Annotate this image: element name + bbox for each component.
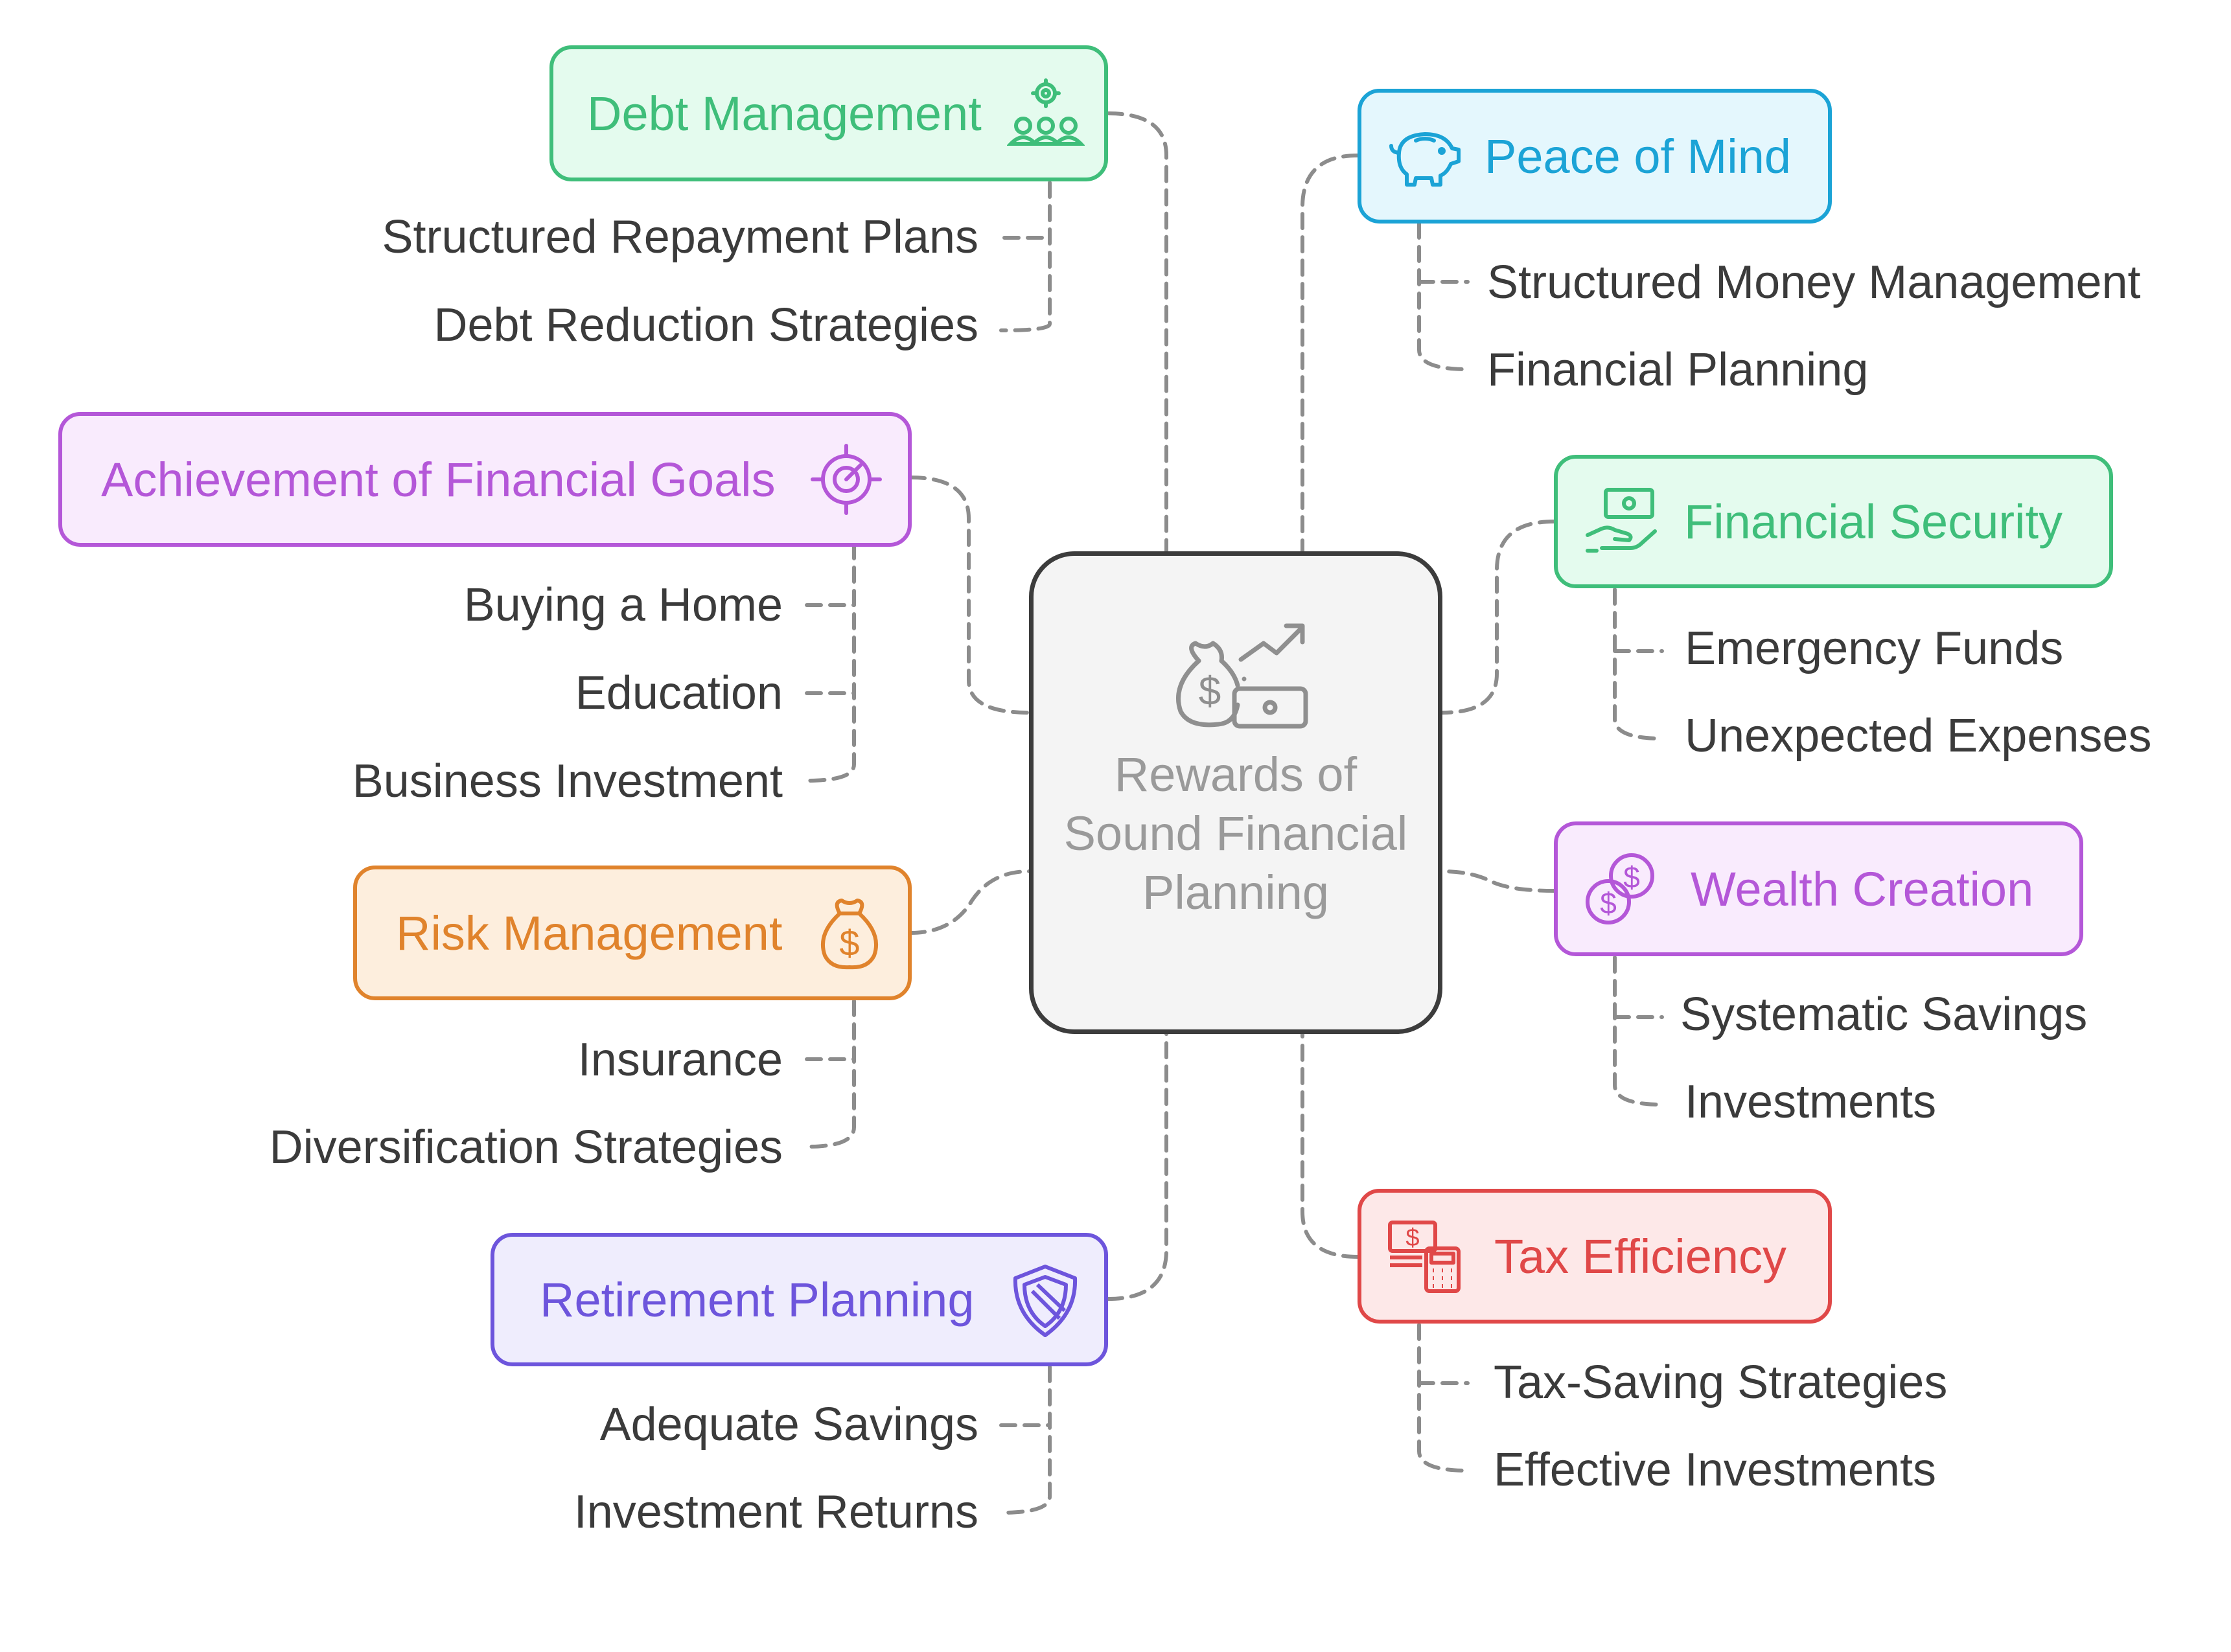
svg-text:$: $ [1199, 669, 1221, 714]
peace-item-2: Financial Planning [1487, 344, 1869, 396]
node-financial-security: Financial Security [1554, 455, 2113, 588]
svg-text:$: $ [1600, 886, 1617, 920]
node-title: Achievement of Financial Goals [101, 452, 776, 507]
tax-item-1: Tax-Saving Strategies [1494, 1357, 1948, 1408]
target-icon [807, 441, 885, 518]
center-title: Rewards of Sound Financial Planning [1063, 748, 1408, 919]
node-title: Peace of Mind [1485, 129, 1792, 183]
goals-item-3: Business Investment [352, 755, 783, 807]
wealth-item-2: Investments [1685, 1076, 1937, 1128]
connector-peace [1300, 154, 1359, 553]
peace-item-1: Structured Money Management [1487, 257, 2141, 308]
retirement-item-2: Investment Returns [573, 1486, 978, 1538]
node-financial-goals: Achievement of Financial Goals [58, 412, 912, 547]
node-title: Financial Security [1684, 494, 2063, 549]
svg-text:$: $ [839, 923, 859, 963]
node-debt-management: Debt Management [549, 45, 1108, 181]
connector-security [1440, 520, 1556, 715]
connector-wealth [1440, 869, 1556, 893]
center-node: $ Rewards of Sound Financial Planning [1029, 551, 1442, 1034]
coins-icon: $ $ [1582, 850, 1660, 928]
wealth-item-1: Systematic Savings [1680, 989, 2088, 1040]
connector-tax [1300, 1032, 1359, 1259]
money-bag-growth-icon: $ [1173, 614, 1309, 731]
node-title: Wealth Creation [1691, 862, 2034, 916]
risk-item-1: Insurance [577, 1034, 783, 1086]
tax-item-2: Effective Investments [1494, 1444, 1936, 1496]
connector-debt [1106, 111, 1168, 553]
node-title: Tax Efficiency [1494, 1229, 1787, 1283]
node-tax-efficiency: $ Tax Efficiency [1358, 1189, 1832, 1324]
node-wealth-creation: $ $ Wealth Creation [1554, 821, 2083, 956]
security-item-2: Unexpected Expenses [1685, 710, 2152, 762]
debt-item-2: Debt Reduction Strategies [433, 299, 978, 351]
node-peace-of-mind: Peace of Mind [1358, 89, 1832, 224]
svg-text:$: $ [1623, 860, 1640, 894]
node-title: Debt Management [587, 86, 982, 141]
node-title: Risk Management [396, 906, 783, 960]
people-network-icon [1006, 74, 1085, 152]
risk-item-2: Diversification Strategies [269, 1121, 783, 1173]
node-retirement-planning: Retirement Planning [491, 1233, 1108, 1366]
node-risk-management: Risk Management $ [353, 866, 912, 1000]
debt-item-1: Structured Repayment Plans [382, 211, 978, 263]
hand-cash-icon [1582, 483, 1660, 561]
connector-risk [908, 869, 1031, 935]
retirement-item-1: Adequate Savings [599, 1399, 978, 1451]
goals-item-2: Education [575, 667, 783, 719]
connector-retirement [1106, 1032, 1168, 1301]
connector-goals [908, 476, 1031, 715]
goals-item-1: Buying a Home [463, 579, 783, 631]
money-bag-icon: $ [811, 894, 888, 972]
piggy-bank-icon [1386, 117, 1464, 195]
shield-icon [1006, 1261, 1084, 1339]
calculator-cash-icon: $ [1386, 1217, 1464, 1295]
security-item-1: Emergency Funds [1685, 623, 2064, 674]
node-title: Retirement Planning [540, 1272, 975, 1327]
svg-text:$: $ [1405, 1224, 1419, 1252]
